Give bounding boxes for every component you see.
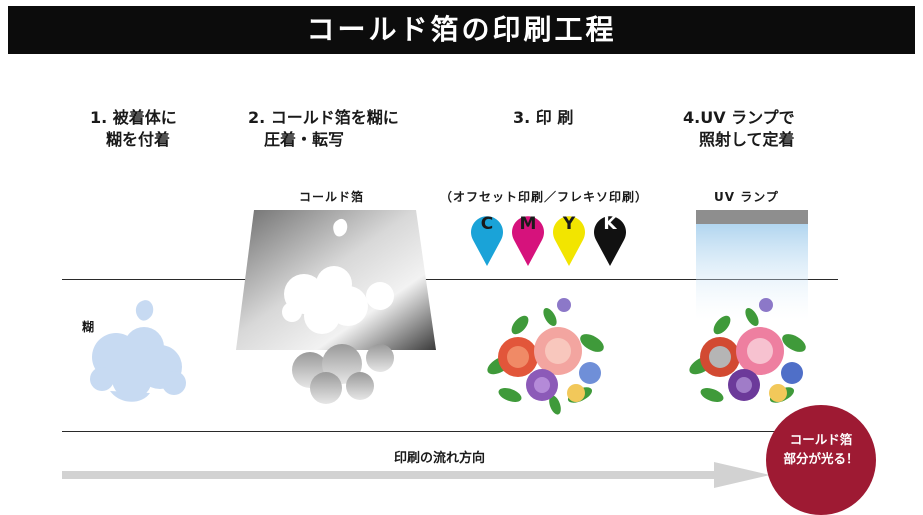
flow-direction-label: 印刷の流れ方向 bbox=[394, 451, 486, 466]
print-method-label: （オフセット印刷／フレキソ印刷） bbox=[440, 190, 649, 204]
substrate-bottom-line bbox=[62, 431, 838, 432]
ink-letter-k: K bbox=[603, 214, 617, 234]
highlight-badge bbox=[766, 405, 876, 515]
ink-pin-k bbox=[594, 216, 626, 266]
ink-pin-m bbox=[512, 216, 544, 266]
ink-letter-y: Y bbox=[562, 214, 576, 234]
finished-roses bbox=[689, 298, 806, 403]
step-4-label: 4.UV ランプで 照射して定着 bbox=[683, 108, 795, 149]
substrate-top-line bbox=[62, 279, 838, 280]
ink-pin-c bbox=[471, 216, 503, 266]
step-2-label: 2. コールド箔を糊に 圧着・転写 bbox=[248, 108, 399, 149]
printed-roses bbox=[487, 298, 604, 415]
ink-letter-c: C bbox=[480, 214, 494, 234]
foil-label: コールド箔 bbox=[299, 190, 365, 204]
step-3-label: 3. 印 刷 bbox=[513, 108, 574, 127]
cmyk-ink-pins bbox=[471, 216, 626, 266]
page-title: コールド箔の印刷工程 bbox=[306, 13, 617, 46]
uv-lamp bbox=[696, 210, 808, 320]
ink-pin-y bbox=[553, 216, 585, 266]
adhesive-shape bbox=[90, 300, 186, 402]
highlight-badge-text: コールド箔 部分が光る！ bbox=[783, 432, 859, 466]
step-1-label: 1. 被着体に 糊を付着 bbox=[90, 108, 177, 149]
ink-letter-m: M bbox=[519, 214, 537, 234]
title-banner: コールド箔の印刷工程 bbox=[8, 6, 915, 54]
uv-lamp-label: UV ランプ bbox=[714, 190, 779, 204]
adhesive-label: 糊 bbox=[82, 320, 96, 334]
cold-foil-sheet bbox=[236, 210, 436, 404]
flow-direction-arrow bbox=[62, 462, 770, 488]
